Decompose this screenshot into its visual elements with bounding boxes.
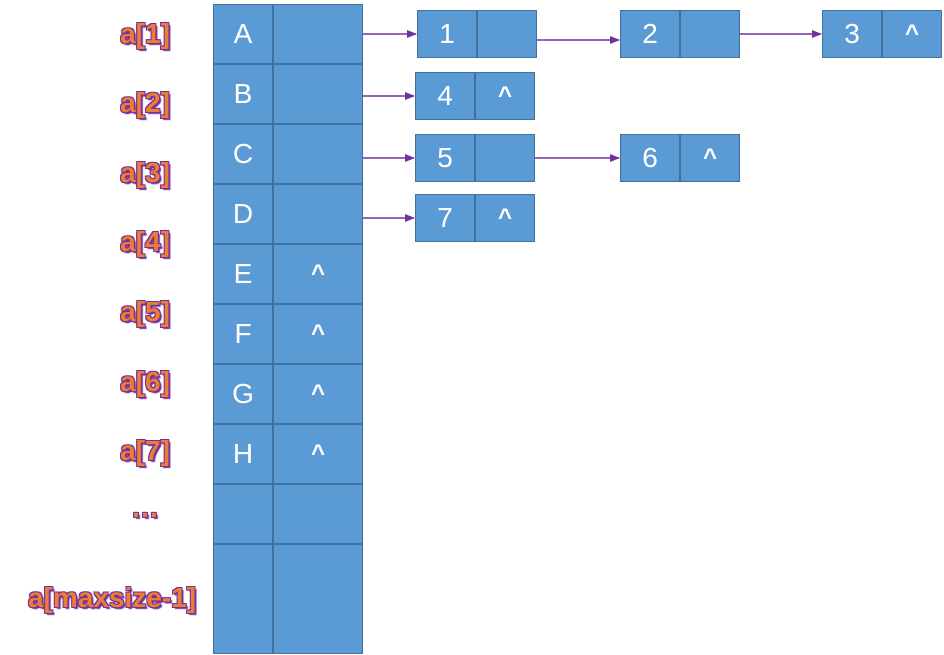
index-label: a[1] [120,18,170,49]
head-next-cell [273,124,363,184]
list-node-next [475,134,535,182]
head-data-cell [213,484,273,544]
head-next-cell: ^ [273,244,363,304]
head-data-cell: F [213,304,273,364]
list-node-next: ^ [882,10,942,58]
index-label: a[2] [120,87,170,118]
list-node-data: 7 [415,194,475,242]
index-label: … [131,492,159,523]
head-data-cell: B [213,64,273,124]
head-next-cell: ^ [273,424,363,484]
head-data-cell: G [213,364,273,424]
index-label: a[5] [120,296,170,327]
index-label: a[6] [120,366,170,397]
head-next-cell: ^ [273,304,363,364]
head-data-cell: E [213,244,273,304]
head-data-cell: C [213,124,273,184]
list-node-next: ^ [475,194,535,242]
list-node-data: 3 [822,10,882,58]
list-node-data: 1 [417,10,477,58]
head-next-cell [273,484,363,544]
list-node-next: ^ [680,134,740,182]
list-node-next [680,10,740,58]
index-label: a[3] [120,157,170,188]
head-next-cell [273,64,363,124]
list-node-data: 5 [415,134,475,182]
list-node-next: ^ [475,72,535,120]
list-node-data: 2 [620,10,680,58]
head-next-cell [273,184,363,244]
head-data-cell: A [213,4,273,64]
head-next-cell [273,544,363,654]
list-node-data: 4 [415,72,475,120]
head-data-cell: H [213,424,273,484]
index-label: a[4] [120,226,170,257]
index-label: a[maxsize-1] [27,582,197,613]
head-next-cell: ^ [273,364,363,424]
head-data-cell [213,544,273,654]
head-next-cell [273,4,363,64]
list-node-next [477,10,537,58]
list-node-data: 6 [620,134,680,182]
index-label: a[7] [120,435,170,466]
head-data-cell: D [213,184,273,244]
